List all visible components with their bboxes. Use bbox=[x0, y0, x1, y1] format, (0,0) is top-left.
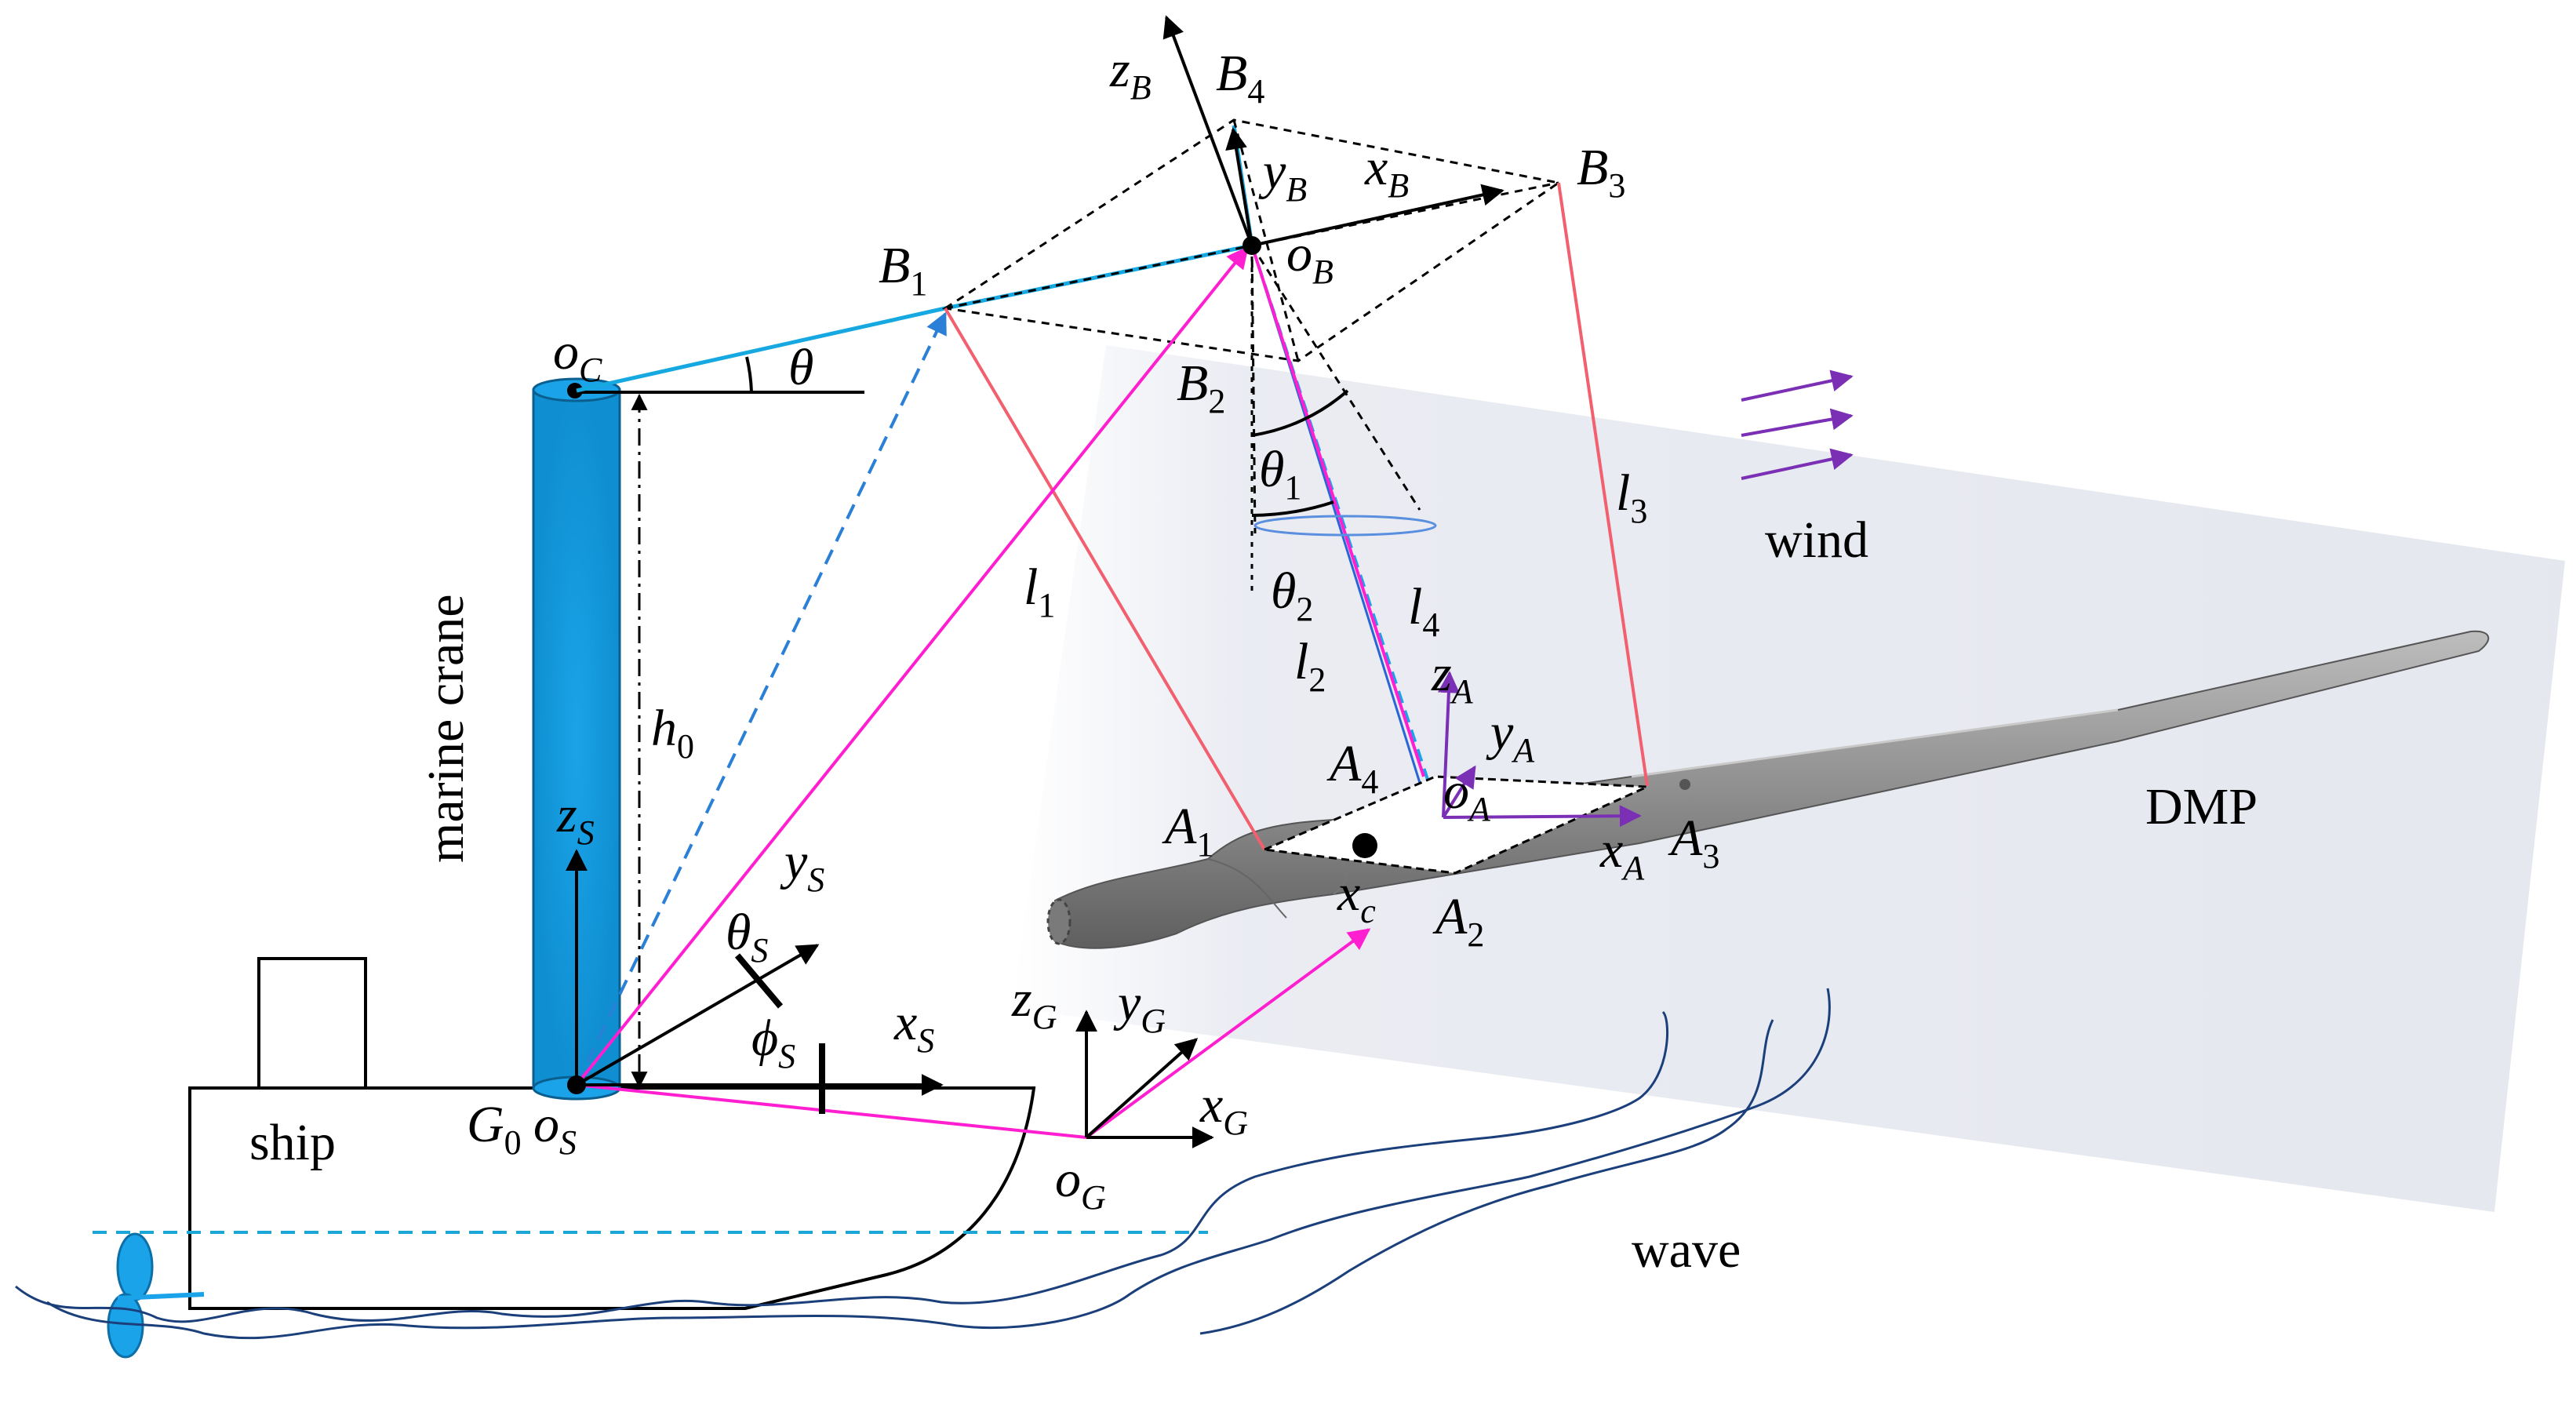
ground-frame-axes bbox=[1075, 1010, 1214, 1148]
symbol-phiS: ϕS bbox=[751, 1010, 795, 1075]
symbol-l3: l3 bbox=[1616, 464, 1647, 530]
symbol-zG: zG bbox=[1011, 970, 1057, 1036]
label-dmp: DMP bbox=[2145, 778, 2258, 835]
symbol-theta: θ bbox=[788, 339, 813, 396]
dmp-blade bbox=[1046, 630, 2490, 949]
symbol-theta2: θ2 bbox=[1271, 562, 1313, 628]
symbol-zB: zB bbox=[1109, 41, 1152, 107]
symbol-oS: oS bbox=[533, 1096, 577, 1162]
label-wave: wave bbox=[1632, 1221, 1741, 1279]
label-wind: wind bbox=[1765, 511, 1868, 569]
symbol-zS: zS bbox=[556, 786, 595, 852]
cone-lines bbox=[1250, 245, 1457, 872]
symbol-yG: yG bbox=[1113, 974, 1166, 1040]
ship-hull bbox=[188, 957, 1036, 1310]
boom-frame-axes bbox=[1162, 15, 1504, 255]
symbol-xc: xc bbox=[1337, 864, 1376, 930]
spreader-frame-dashed bbox=[941, 118, 1562, 362]
symbol-h0: h0 bbox=[651, 700, 694, 766]
symbol-l4: l4 bbox=[1408, 578, 1439, 644]
theta-arc bbox=[745, 356, 753, 393]
wind-arrows bbox=[1741, 369, 1854, 480]
symbol-xB: xB bbox=[1364, 139, 1409, 205]
label-ship: ship bbox=[249, 1114, 336, 1171]
symbol-yS: yS bbox=[780, 833, 824, 899]
symbol-A3: A3 bbox=[1668, 810, 1719, 875]
symbol-xA: xA bbox=[1599, 821, 1645, 887]
symbol-A4: A4 bbox=[1326, 735, 1378, 801]
symbol-oB: oB bbox=[1286, 225, 1333, 291]
symbol-B2: B2 bbox=[1177, 355, 1225, 420]
ship-frame-axes bbox=[566, 849, 944, 1114]
symbol-B4: B4 bbox=[1216, 45, 1264, 111]
symbol-theta1: θ1 bbox=[1259, 441, 1301, 507]
symbol-xS: xS bbox=[893, 994, 934, 1060]
symbol-G0: G0 bbox=[467, 1096, 522, 1162]
symbol-oC: oC bbox=[553, 323, 602, 389]
symbol-thetaS: θS bbox=[726, 904, 768, 970]
symbol-oA: oA bbox=[1443, 762, 1491, 828]
label-marine-crane: marine crane bbox=[417, 594, 475, 863]
red-cables bbox=[944, 182, 1649, 851]
symbol-yB: yB bbox=[1258, 143, 1307, 209]
symbol-xG: xG bbox=[1199, 1076, 1248, 1142]
symbol-B1: B1 bbox=[879, 237, 927, 303]
symbol-l2: l2 bbox=[1294, 633, 1326, 699]
dashed-oS-B1 bbox=[575, 311, 947, 1086]
symbol-A1: A1 bbox=[1162, 798, 1213, 864]
boom-oC-B1 bbox=[576, 306, 946, 393]
lifting-platform bbox=[1260, 671, 1648, 875]
symbol-l1: l1 bbox=[1024, 559, 1055, 624]
symbol-yA: yA bbox=[1486, 704, 1535, 770]
wave-lines bbox=[15, 988, 1831, 1340]
symbol-zA: zA bbox=[1431, 645, 1474, 711]
symbol-B3: B3 bbox=[1577, 139, 1625, 205]
propeller-icon bbox=[107, 1232, 205, 1359]
symbol-A2: A2 bbox=[1432, 888, 1484, 954]
symbol-oG: oG bbox=[1055, 1151, 1106, 1217]
